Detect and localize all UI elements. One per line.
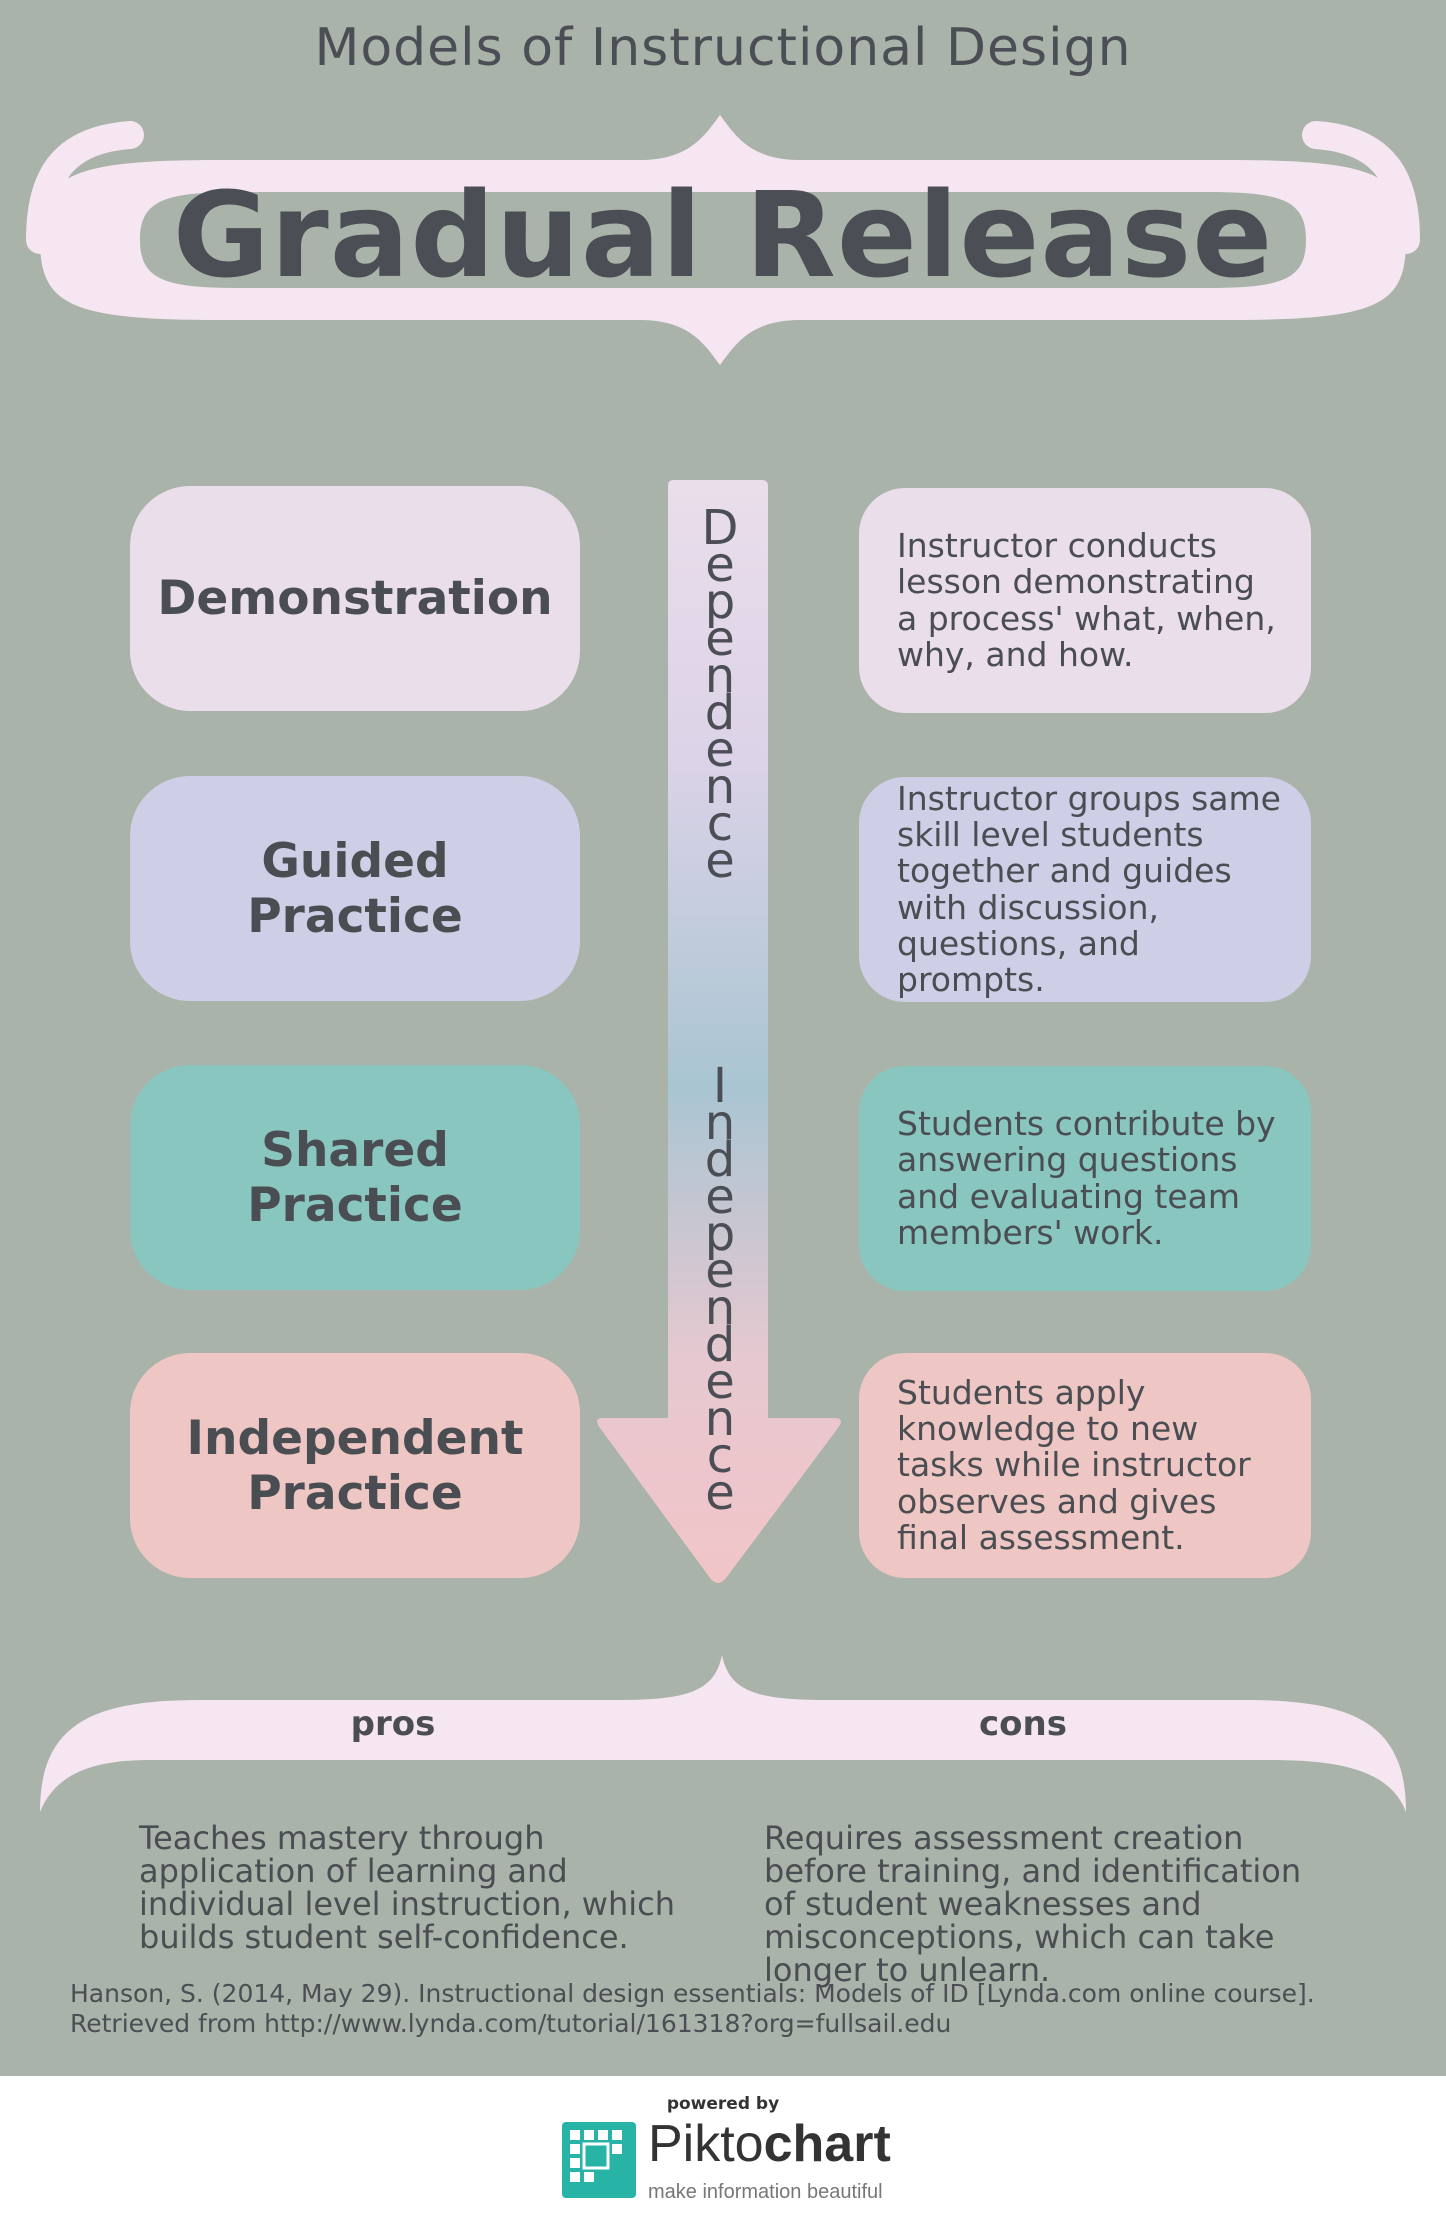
stage-shared-practice: Shared Practice	[130, 1065, 580, 1290]
pros-text: Teaches mastery through application of l…	[139, 1819, 676, 1956]
piktochart-logo-icon[interactable]	[562, 2122, 636, 2198]
page-title: Gradual Release	[172, 166, 1274, 304]
bottom-brace	[40, 1655, 1406, 1812]
pros-label: pros	[350, 1704, 436, 1744]
page-subtitle: Models of Instructional Design	[314, 18, 1132, 78]
description-shared-practice: Students contribute by answering questio…	[859, 1066, 1311, 1291]
cons-label: cons	[979, 1704, 1067, 1744]
description-independent-practice: Students apply knowledge to new tasks wh…	[859, 1353, 1311, 1578]
powered-by-label: powered by	[666, 2094, 780, 2114]
arrow-label-independence: I n d e p e n d e n c e	[704, 1058, 736, 1521]
citation: Hanson, S. (2014, May 29). Instructional…	[70, 1979, 1315, 2038]
dependence-arrow	[597, 480, 841, 1583]
top-brace	[40, 115, 1406, 365]
arrow-label-dependence: D e p e n d e n c e	[701, 500, 739, 889]
cons-text: Requires assessment creation before trai…	[764, 1819, 1302, 1989]
stage-guided-practice: Guided Practice	[130, 776, 580, 1001]
stage-independent-practice: Independent Practice	[130, 1353, 580, 1578]
description-guided-practice: Instructor groups same skill level stude…	[859, 777, 1311, 1002]
description-demonstration: Instructor conducts lesson demonstrating…	[859, 488, 1311, 713]
stage-demonstration: Demonstration	[130, 486, 580, 711]
top-brace-hooks	[26, 121, 1420, 254]
footer	[0, 2076, 1446, 2218]
piktochart-wordmark[interactable]: Piktochart	[648, 2115, 891, 2173]
piktochart-tagline: make information beautiful	[648, 2181, 883, 2203]
